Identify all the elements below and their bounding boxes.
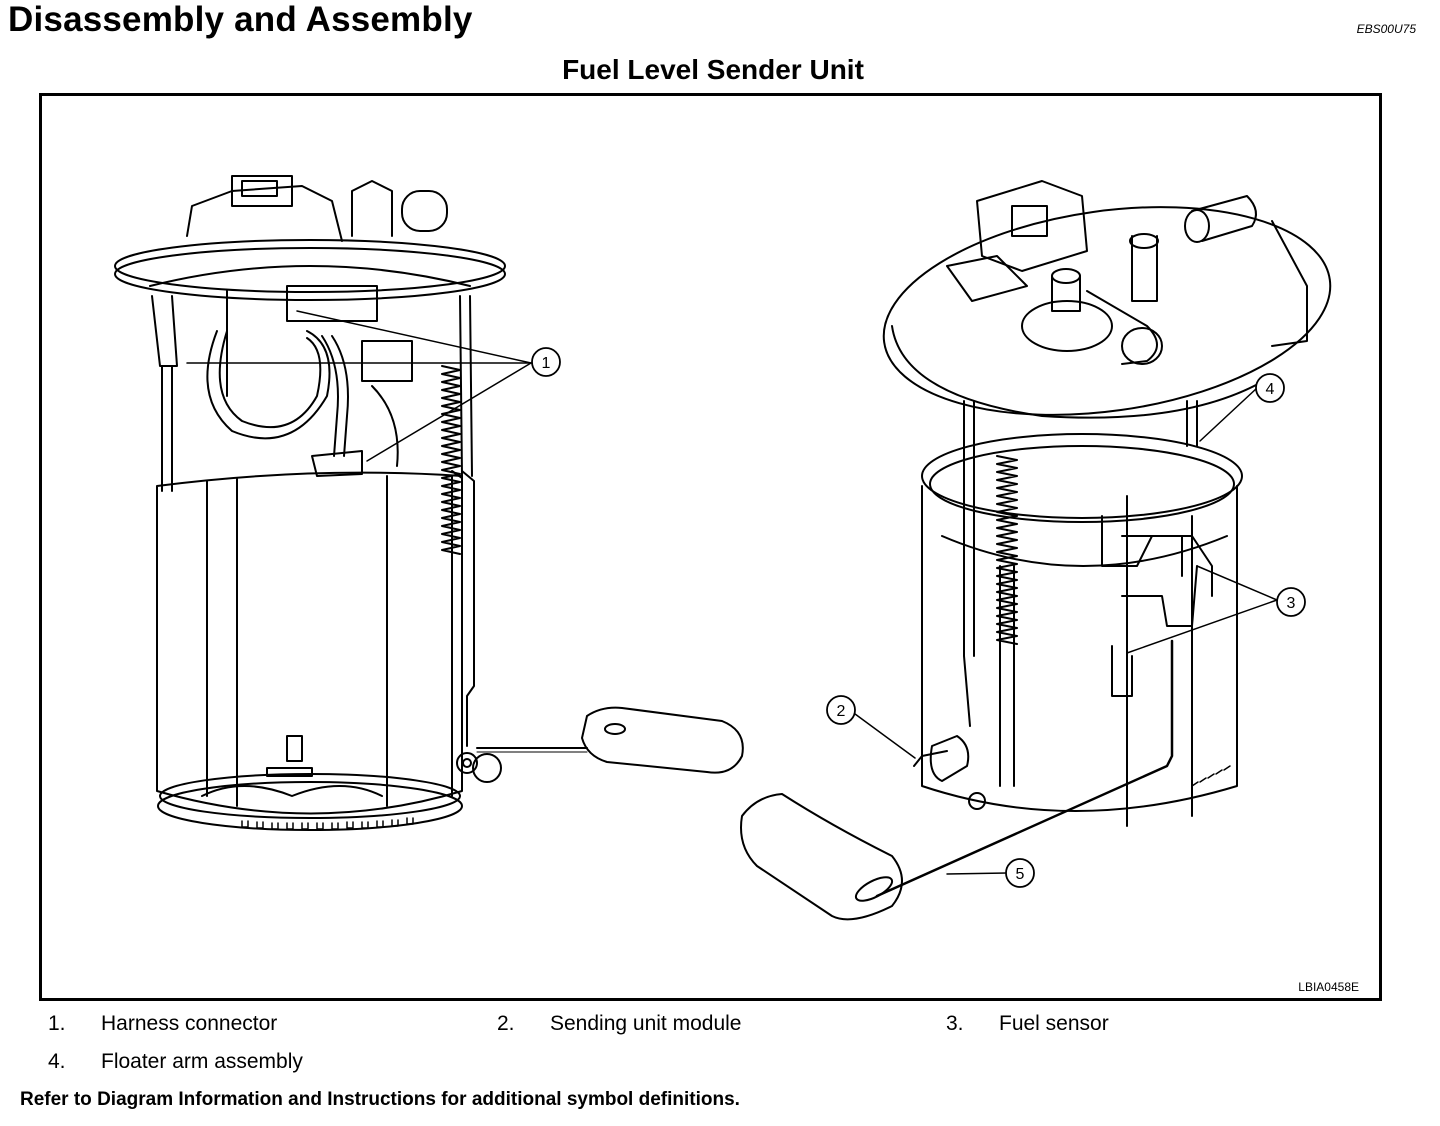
- callout-2: 2: [826, 695, 856, 725]
- svg-text:1: 1: [542, 355, 551, 372]
- figure-frame: 1 4 3 2 5 LBIA0458E: [39, 93, 1382, 1001]
- callout-3: 3: [1276, 587, 1306, 617]
- svg-text:4: 4: [1266, 381, 1275, 398]
- svg-text:5: 5: [1016, 866, 1025, 883]
- left-assembly-drawing: [114, 175, 744, 831]
- callout-4: 4: [1255, 373, 1285, 403]
- fuel-level-sender-unit-illustration: 1 4 3 2 5: [114, 175, 1332, 921]
- legend-text: Harness connector: [101, 1012, 278, 1035]
- legend-text: Floater arm assembly: [101, 1050, 303, 1073]
- svg-text:3: 3: [1287, 595, 1296, 612]
- page-title: Disassembly and Assembly: [8, 0, 473, 39]
- legend-number: 4.: [48, 1050, 66, 1073]
- legend-text: Fuel sensor: [999, 1012, 1109, 1035]
- footnote: Refer to Diagram Information and Instruc…: [20, 1089, 740, 1110]
- document-code: EBS00U75: [1356, 22, 1416, 36]
- svg-text:2: 2: [837, 703, 846, 720]
- legend-number: 2.: [497, 1012, 515, 1035]
- legend-number: 3.: [946, 1012, 964, 1035]
- right-assembly-drawing: [740, 180, 1332, 921]
- figure-id: LBIA0458E: [1298, 980, 1359, 994]
- callout-1a: 1: [531, 347, 561, 377]
- figure-title: Fuel Level Sender Unit: [562, 54, 864, 85]
- callout-leader-lines: [186, 310, 1278, 875]
- legend-text: Sending unit module: [550, 1012, 742, 1035]
- legend-number: 1.: [48, 1012, 66, 1035]
- callout-5: 5: [1005, 858, 1035, 888]
- callout-bubbles: 1 4 3 2 5: [531, 347, 1306, 888]
